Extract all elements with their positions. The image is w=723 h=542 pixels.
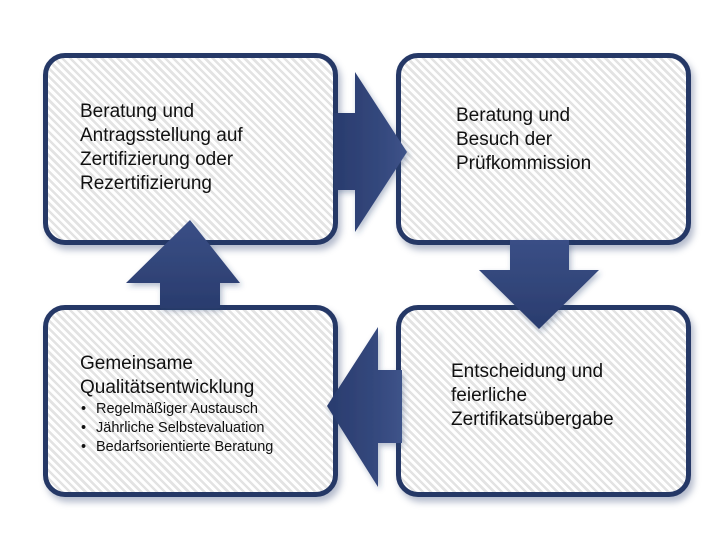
- bullet-item: • Bedarfsorientierte Beratung: [80, 438, 273, 457]
- bullet-text: Regelmäßiger Austausch: [96, 401, 258, 417]
- bullet-item: • Jährliche Selbstevaluation: [80, 419, 273, 438]
- bullet-icon: •: [81, 439, 87, 455]
- step-3-line: Zertifikatsübergabe: [451, 409, 614, 430]
- step-box-besuch-pruefkommission: [396, 53, 691, 245]
- step-1-text: Beratung und Antragsstellung auf Zertifi…: [80, 100, 243, 196]
- step-4-text: Gemeinsame Qualitätsentwicklung • Regelm…: [80, 352, 273, 457]
- bullet-icon: •: [81, 420, 87, 436]
- step-4-bullet-list: • Regelmäßiger Austausch • Jährliche Sel…: [80, 400, 273, 457]
- bullet-text: Bedarfsorientierte Beratung: [96, 439, 274, 455]
- step-2-line: Beratung und: [456, 105, 571, 126]
- step-3-line: feierliche: [451, 385, 528, 406]
- step-1-line: Beratung und: [80, 101, 195, 122]
- step-2-line: Besuch der: [456, 129, 553, 150]
- step-3-text: Entscheidung und feierliche Zertifikatsü…: [451, 360, 614, 432]
- step-4-line: Qualitätsentwicklung: [80, 377, 255, 398]
- step-3-line: Entscheidung und: [451, 361, 604, 382]
- step-box-qualitaetsentwicklung: [43, 305, 338, 497]
- bullet-icon: •: [81, 401, 87, 417]
- step-1-line: Rezertifizierung: [80, 173, 212, 194]
- bullet-item: • Regelmäßiger Austausch: [80, 400, 273, 419]
- step-2-line: Prüfkommission: [456, 153, 592, 174]
- step-2-text: Beratung und Besuch der Prüfkommission: [456, 104, 591, 176]
- step-box-beratung-antragsstellung: [43, 53, 338, 245]
- step-1-line: Antragsstellung auf: [80, 125, 243, 146]
- step-4-line: Gemeinsame: [80, 353, 193, 374]
- step-1-line: Zertifizierung oder: [80, 149, 234, 170]
- arrow-left-icon: [327, 327, 402, 487]
- bullet-text: Jährliche Selbstevaluation: [96, 420, 265, 436]
